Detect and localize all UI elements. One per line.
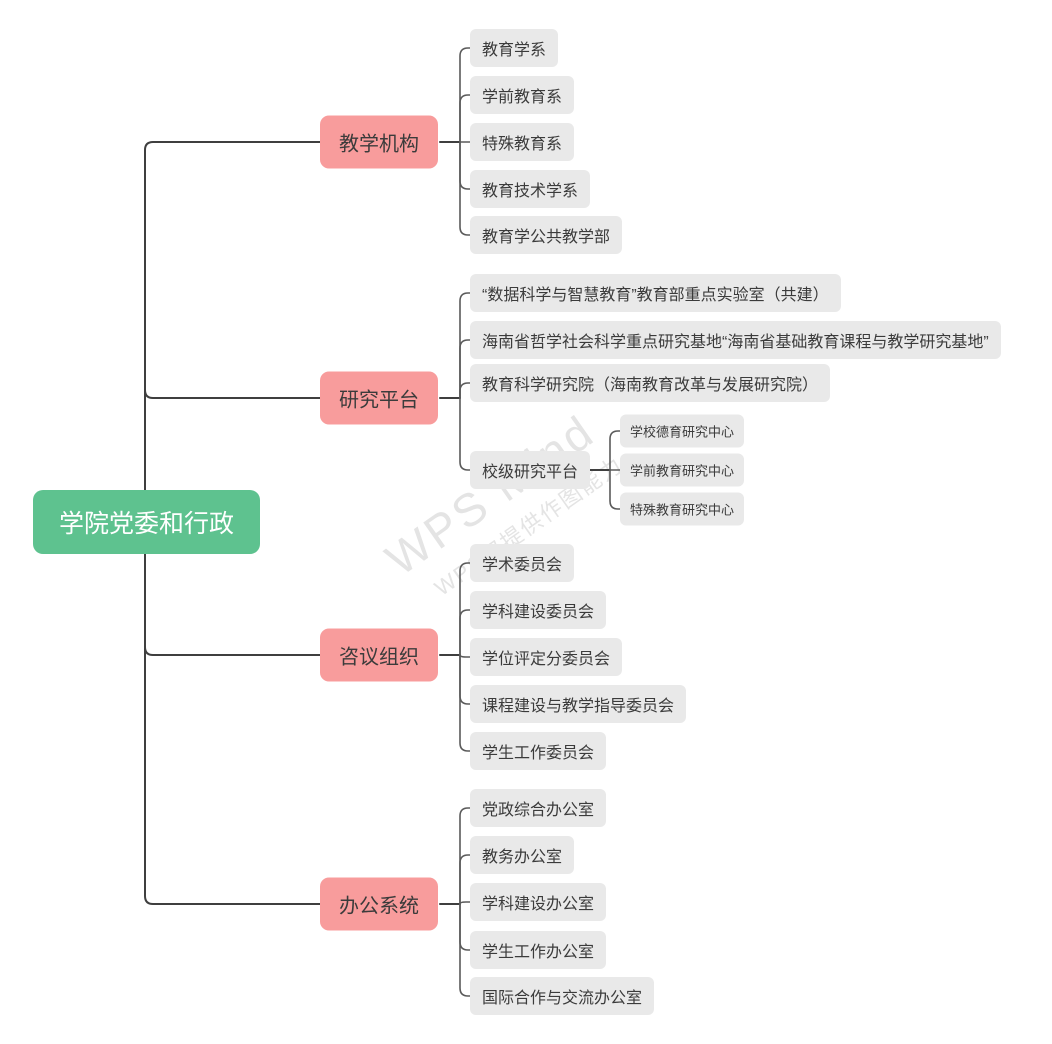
- leaf-node[interactable]: 学科建设委员会: [470, 591, 607, 629]
- leaf-node[interactable]: 海南省哲学社会科学重点研究基地“海南省基础教育课程与教学研究基地”: [470, 321, 1001, 359]
- branch-office-systems[interactable]: 办公系统: [320, 877, 438, 931]
- leaf-node[interactable]: 教育技术学系: [470, 170, 591, 208]
- leaf-node[interactable]: 学生工作办公室: [470, 931, 607, 969]
- leaf-node[interactable]: 学术委员会: [470, 544, 575, 582]
- leaf-node[interactable]: 学科建设办公室: [470, 883, 607, 921]
- subleaf-node[interactable]: 特殊教育研究中心: [620, 492, 745, 526]
- leaf-node[interactable]: 学位评定分委员会: [470, 638, 623, 676]
- subleaf-node[interactable]: 学校德育研究中心: [620, 414, 745, 448]
- leaf-node[interactable]: 学生工作委员会: [470, 732, 607, 770]
- leaf-node[interactable]: 特殊教育系: [470, 123, 575, 161]
- leaf-node[interactable]: 学前教育系: [470, 76, 575, 114]
- branch-research-platforms[interactable]: 研究平台: [320, 371, 438, 425]
- leaf-node[interactable]: 党政综合办公室: [470, 789, 607, 827]
- leaf-node-campus-platforms[interactable]: 校级研究平台: [470, 451, 591, 489]
- leaf-node[interactable]: 教务办公室: [470, 836, 575, 874]
- root-node[interactable]: 学院党委和行政: [33, 490, 261, 554]
- leaf-node[interactable]: 教育科学研究院（海南教育改革与发展研究院）: [470, 364, 831, 402]
- leaf-node[interactable]: 教育学公共教学部: [470, 216, 623, 254]
- branch-advisory-orgs[interactable]: 咨议组织: [320, 628, 438, 682]
- branch-teaching-orgs[interactable]: 教学机构: [320, 115, 438, 169]
- leaf-node[interactable]: 国际合作与交流办公室: [470, 977, 655, 1015]
- leaf-node[interactable]: 教育学系: [470, 29, 559, 67]
- leaf-node[interactable]: 课程建设与教学指导委员会: [470, 685, 687, 723]
- subleaf-node[interactable]: 学前教育研究中心: [620, 453, 745, 487]
- leaf-node[interactable]: “数据科学与智慧教育”教育部重点实验室（共建）: [470, 274, 841, 312]
